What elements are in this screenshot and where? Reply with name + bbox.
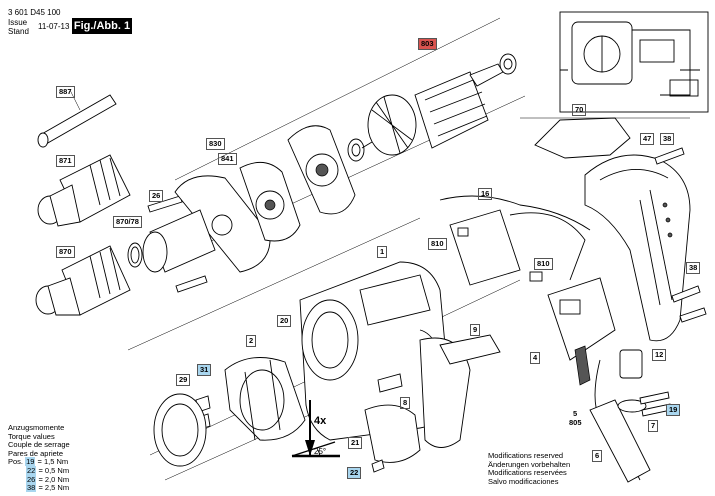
legend-val-19: = 1,5 Nm — [37, 457, 69, 467]
screw-22 — [371, 459, 385, 473]
part-26: 26 — [149, 190, 164, 202]
part-8: 8 — [400, 397, 411, 409]
part-810-left: 810 — [428, 238, 447, 250]
plate-8 — [377, 373, 403, 393]
part-6: 6 — [592, 450, 603, 462]
capacitor-12 — [619, 349, 643, 379]
depth-stop-870 — [35, 245, 131, 316]
part-38-top: 38 — [660, 133, 675, 145]
issue-date: 11-07-13 — [38, 22, 70, 31]
mod-line-4: Salvo modificaciones — [488, 476, 559, 486]
part-70: 70 — [572, 104, 587, 116]
part-2: 2 — [246, 335, 257, 347]
pos-label: Pos. — [8, 457, 24, 467]
legend-id-19: 19 — [25, 457, 36, 467]
modifications-note: Modifications reserved Änderungen vorbeh… — [488, 451, 571, 486]
part-841: 841 — [218, 153, 237, 165]
brush-ring-29 — [153, 393, 207, 467]
field-coil-2 — [224, 357, 306, 441]
screw-26 — [147, 195, 208, 293]
legend-row-26: 26 = 2,0 Nm — [8, 474, 70, 485]
bit-holder-887 — [37, 89, 117, 148]
legend-line-1: Anzugsmomente — [8, 423, 65, 432]
angle-25: 25° — [314, 447, 327, 456]
part-29: 29 — [176, 374, 191, 386]
switch-4 — [547, 277, 616, 386]
part-5: 5 — [573, 409, 578, 418]
bearing-plate-841 — [239, 162, 301, 242]
part-4: 4 — [530, 352, 541, 364]
handle-cover-9 — [439, 334, 501, 365]
part-870: 870 — [56, 246, 75, 258]
legend-val-38: = 2,5 Nm — [38, 483, 70, 493]
part-810-right: 810 — [534, 258, 553, 270]
armature-803 — [361, 53, 517, 156]
doc-number: 3 601 D45 100 — [8, 8, 61, 17]
figure-label: Fig./Abb. 1 — [72, 18, 132, 34]
part-31: 31 — [197, 364, 212, 376]
cord-6 — [589, 359, 651, 483]
bearing — [347, 138, 365, 162]
gear-housing-830 — [142, 175, 271, 273]
legend-line-3: Couple de serrage — [8, 440, 70, 450]
part-16: 16 — [478, 188, 493, 200]
mod-line-2: Änderungen vorbehalten — [488, 459, 571, 469]
part-871: 871 — [56, 155, 75, 167]
part-21: 21 — [348, 437, 363, 449]
part-19: 19 — [666, 404, 681, 416]
legend-val-22: = 0,5 Nm — [38, 465, 70, 475]
part-870-78: 870/78 — [113, 216, 142, 228]
part-47: 47 — [640, 133, 655, 145]
switch-wiring-16 — [439, 195, 591, 286]
part-20: 20 — [277, 315, 292, 327]
torque-legend: Anzugsmomente Torque values Couple de se… — [8, 423, 70, 493]
legend-id-22: 22 — [26, 465, 37, 475]
motor-housing-1 — [299, 261, 471, 448]
slide-switch-70 — [534, 117, 631, 159]
stand-label: Stand — [8, 27, 29, 36]
legend-row-19: Pos. 19 = 1,5 Nm — [8, 457, 70, 467]
screws-38 — [654, 147, 707, 323]
part-805: 805 — [569, 418, 582, 427]
legend-row-38: 38 = 2,5 Nm — [8, 483, 70, 493]
depth-stop-871 — [37, 154, 131, 227]
screws-19 — [639, 391, 672, 417]
legend-id-38: 38 — [26, 483, 37, 493]
part-7: 7 — [648, 420, 659, 432]
gear-end-plate — [287, 125, 356, 215]
part-38-right: 38 — [686, 262, 701, 274]
angle-marker — [291, 400, 340, 458]
count-4x: 4x — [314, 415, 327, 427]
legend-row-22: 22 = 0,5 Nm — [8, 465, 70, 476]
legend-val-26: = 2,0 Nm — [38, 474, 70, 484]
wiring-inset — [559, 11, 709, 113]
part-12: 12 — [652, 349, 667, 361]
mod-line-3: Modifications reservées — [488, 468, 567, 478]
part-22: 22 — [347, 467, 362, 479]
part-9: 9 — [470, 324, 481, 336]
mod-line-1: Modifications reserved — [488, 451, 564, 460]
handle-shell-47 — [584, 154, 691, 342]
cover-21 — [364, 404, 421, 463]
legend-id-26: 26 — [26, 474, 37, 484]
part-1: 1 — [377, 246, 388, 258]
part-830: 830 — [206, 138, 225, 150]
ring-870-78 — [127, 242, 143, 268]
issue-label: Issue — [8, 18, 28, 27]
legend-line-4: Pares de apriete — [8, 448, 64, 458]
part-887: 887 — [56, 86, 75, 98]
part-803: 803 — [418, 38, 437, 50]
legend-line-2: Torque values — [8, 431, 55, 441]
